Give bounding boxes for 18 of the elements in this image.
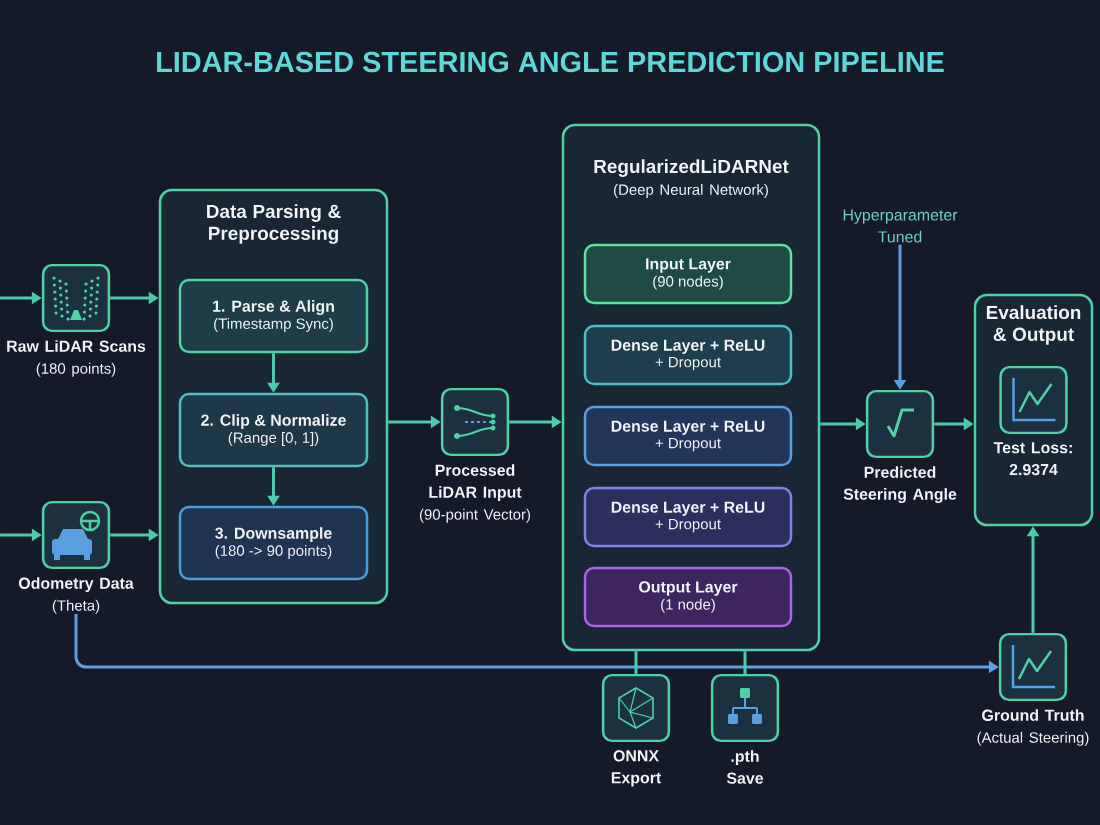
layer-box: Dense Layer + ReLU + Dropout: [583, 486, 793, 548]
icon-caption: .pth Save: [726, 750, 764, 784]
step-box: 3. Downsample (180 -> 90 points): [178, 505, 369, 581]
icon-caption: Odometry Data (Theta): [18, 577, 134, 614]
layer-box: Dense Layer + ReLU + Dropout: [583, 324, 793, 386]
result-text: Test Loss: 2.9374: [993, 442, 1072, 476]
icon-caption: Processed LiDAR Input (90-point Vector): [419, 464, 531, 523]
annotation-text: Hyperparameter Tuned: [843, 209, 958, 243]
icon-caption: Predicted Steering Angle: [843, 466, 957, 504]
icon-caption: Raw LiDAR Scans (180 points): [7, 340, 146, 377]
diagram-title: LIDAR-BASED STEERING ANGLE PREDICTION PIPELINE: [157, 51, 944, 73]
step-box: 1. Parse & Align (Timestamp Sync): [178, 278, 369, 354]
step-box: 2. Clip & Normalize (Range [0, 1]): [178, 392, 369, 468]
icon-caption: ONNX Export: [611, 750, 662, 787]
layer-box: Dense Layer + ReLU + Dropout: [583, 405, 793, 467]
icon-caption: Ground Truth (Actual Steering): [977, 709, 1089, 746]
layer-box: Input Layer (90 nodes): [583, 243, 793, 305]
layer-box: Output Layer (1 node): [583, 566, 793, 628]
